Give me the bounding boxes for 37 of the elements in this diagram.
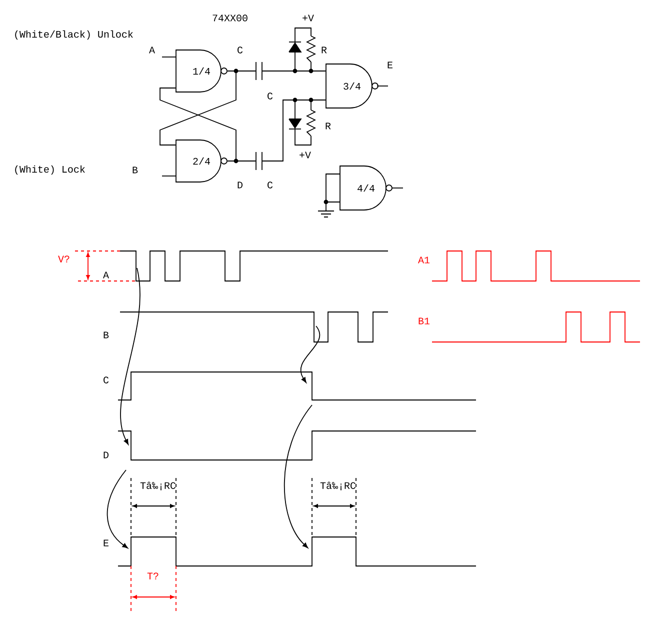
chip-label: 74XX00 xyxy=(212,14,248,22)
wire xyxy=(227,70,256,72)
signal-label: B1 xyxy=(418,318,430,324)
signal-label: A1 xyxy=(418,256,430,264)
supply-label: +V xyxy=(300,152,311,158)
input-label: (White) Lock xyxy=(15,165,85,175)
signal-label: D xyxy=(104,452,108,458)
wire xyxy=(160,88,236,162)
signal-label: E xyxy=(104,540,108,546)
timing-label: Tâ‰¡RC xyxy=(320,482,356,490)
nand-gate: 2/4 xyxy=(176,140,228,182)
nand-gate: 4/4 xyxy=(340,166,392,210)
pin-label: C xyxy=(238,46,243,54)
measure-label: V? xyxy=(58,256,70,262)
pin-label: E xyxy=(388,62,392,68)
component-label: C xyxy=(268,92,273,100)
component-label: R xyxy=(326,122,331,130)
pin-label: B xyxy=(132,166,138,174)
supply-label: +V xyxy=(302,14,314,22)
wire xyxy=(262,100,326,162)
pin-label: D xyxy=(238,182,242,188)
signal-label: A xyxy=(103,272,110,278)
wire xyxy=(262,70,326,72)
signal-label: C xyxy=(104,376,109,384)
measure-label: T? xyxy=(147,572,158,580)
wire xyxy=(160,70,236,146)
nand-gate: 3/4 xyxy=(326,64,378,108)
capacitor-symbol xyxy=(256,62,262,80)
component-label: R xyxy=(322,46,327,54)
wire xyxy=(227,160,256,162)
component-label: C xyxy=(268,182,273,188)
nand-gate: 1/4 xyxy=(176,50,228,92)
signal-label: B xyxy=(104,332,109,338)
timing-label: Tâ‰¡RC xyxy=(140,482,176,490)
input-label: (White/Black) Unlock xyxy=(15,30,133,40)
capacitor-symbol xyxy=(256,152,262,170)
pin-label: A xyxy=(149,46,156,54)
